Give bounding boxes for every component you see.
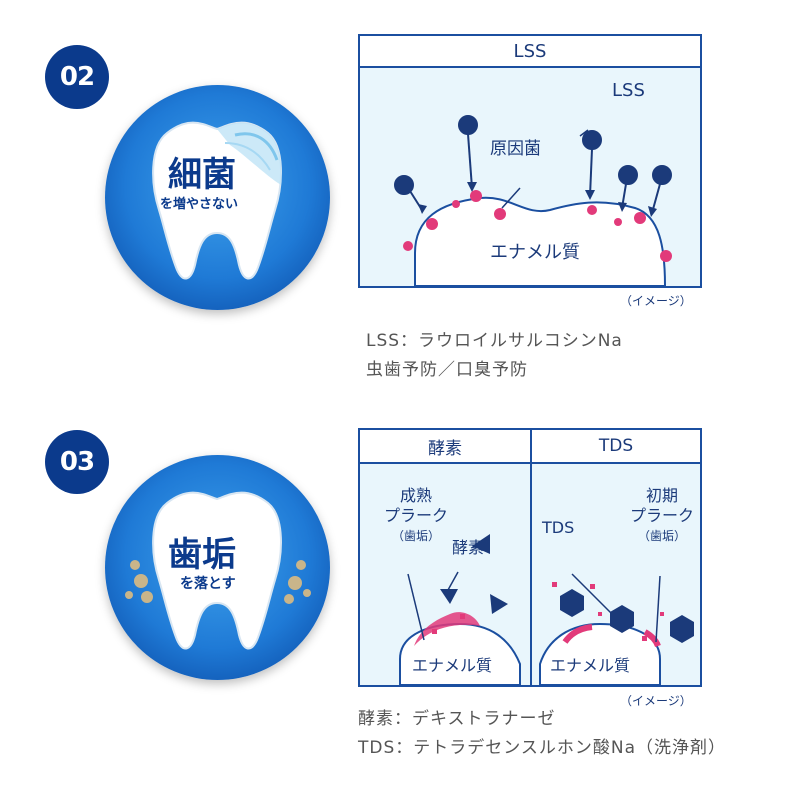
- enamel-label-left: エナメル質: [412, 656, 493, 675]
- section-number-03: 03: [59, 447, 95, 477]
- bacteria-circle-illustration: 細菌 を増やさない: [105, 85, 330, 310]
- enzyme-panel-title: 酵素: [360, 430, 532, 464]
- caption-enzyme: 酵素：デキストラナーゼ: [358, 709, 556, 729]
- initial-plaque-label-line3: （歯垢）: [638, 529, 687, 543]
- pointer-lines: [407, 571, 661, 643]
- tds-panel-title: TDS: [532, 430, 700, 464]
- enamel-label-right: エナメル質: [550, 656, 631, 675]
- tooth-main-label: 歯垢: [168, 535, 236, 575]
- panel-divider: [530, 462, 532, 685]
- tooth-icon: [125, 491, 311, 650]
- bacteria-pointer: [501, 187, 521, 209]
- tooth-icon: [152, 121, 282, 280]
- lss-pointer: [579, 129, 589, 137]
- initial-plaque-label-line2: プラーク: [630, 506, 695, 525]
- mature-plaque: [414, 612, 480, 646]
- tds-hexagons: [560, 589, 694, 643]
- enzyme-label: 酵素: [452, 538, 485, 557]
- lss-arrowheads: [418, 182, 657, 217]
- lss-label: LSS: [612, 80, 645, 101]
- lss-diagram-title: LSS: [360, 36, 700, 68]
- section-number-02: 02: [59, 62, 95, 92]
- tooth-sub-label: を増やさない: [160, 197, 239, 212]
- initial-plaque: [562, 624, 593, 644]
- lss-diagram-graphic: [394, 115, 672, 286]
- enamel-shape: [414, 196, 667, 286]
- mature-plaque-label: 成熟 プラーク （歯垢）: [384, 486, 448, 546]
- image-note-02: （イメージ）: [620, 294, 692, 308]
- mature-plaque-label-line1: 成熟: [400, 486, 433, 505]
- lss-molecules: [394, 115, 672, 214]
- image-note-03: （イメージ）: [620, 694, 692, 708]
- mature-plaque-label-line3: （歯垢）: [392, 529, 441, 543]
- plaque-particles: [125, 560, 311, 604]
- tooth-main-label: 細菌: [168, 155, 236, 195]
- section-number-badge-03: 03: [45, 430, 109, 494]
- plaque-fragments: [432, 582, 664, 641]
- enamel-label: エナメル質: [490, 242, 580, 263]
- bacteria-markers: [403, 190, 672, 262]
- initial-plaque-label-line1: 初期: [646, 486, 679, 505]
- mature-plaque-label-line2: プラーク: [384, 506, 449, 525]
- tds-label: TDS: [542, 518, 575, 537]
- plaque-circle-illustration: 歯垢 を落とす: [105, 455, 330, 680]
- lss-diagram: LSS LSS 原因菌 エナメル質: [358, 34, 702, 288]
- caption-lss: LSS：ラウロイルサルコシンNa: [366, 331, 623, 351]
- enzyme-triangles: [440, 534, 508, 614]
- bacteria-label: 原因菌: [490, 139, 541, 159]
- section-number-badge-02: 02: [45, 45, 109, 109]
- plaque-diagram: 酵素 TDS: [358, 428, 702, 687]
- caption-tds: TDS：テトラデセンスルホン酸Na（洗浄剤）: [358, 738, 727, 758]
- initial-plaque-label: 初期 プラーク （歯垢）: [630, 486, 694, 546]
- plaque-diagram-graphic: [399, 534, 694, 685]
- caption-effect: 虫歯予防／口臭予防: [366, 360, 528, 380]
- tooth-sub-label: を落とす: [180, 576, 236, 592]
